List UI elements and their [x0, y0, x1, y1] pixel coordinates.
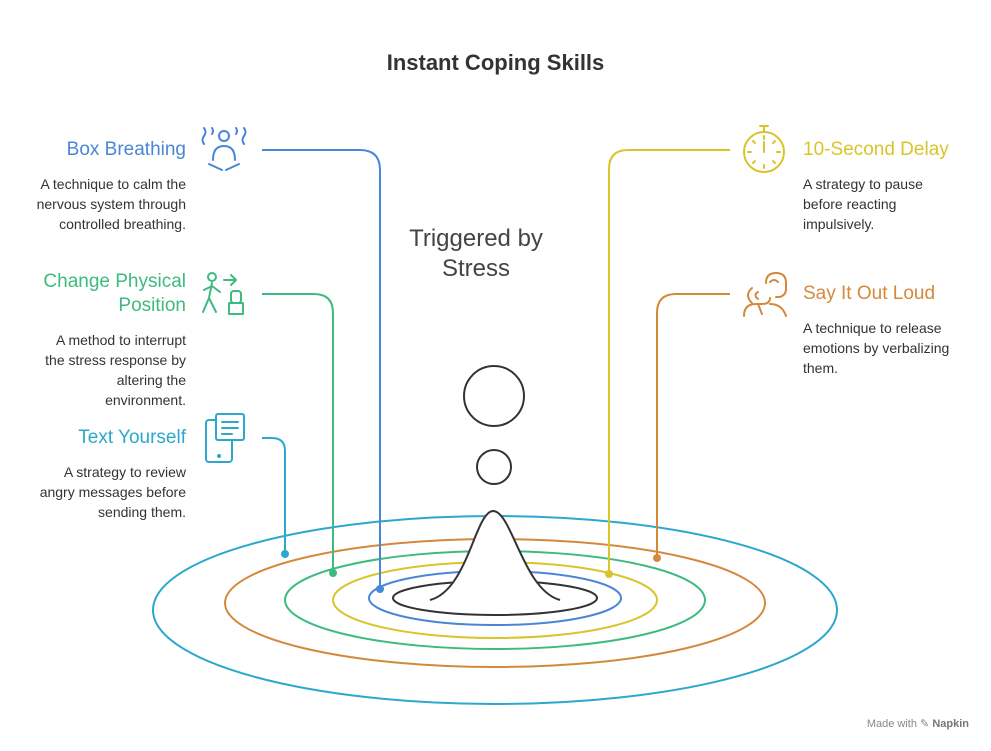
- droplet-small: [476, 449, 512, 485]
- text-yourself-title: Text Yourself: [78, 427, 186, 448]
- say-it-out-loud-title: Say It Out Loud: [803, 283, 936, 304]
- change-position-title: Change Physical Position: [43, 271, 186, 316]
- box-breathing-title: Box Breathing: [66, 139, 186, 160]
- ten-second-delay-desc: A strategy to pause before reacting impu…: [803, 176, 923, 232]
- page-title: Instant Coping Skills: [386, 50, 605, 75]
- droplet-large: [463, 365, 525, 427]
- center-label-line2: Stress: [441, 255, 510, 282]
- walking-person-icon: [202, 272, 244, 315]
- connector-ten-second-delay: [608, 149, 730, 574]
- splash-peak: [429, 509, 561, 601]
- connector-change-position: [262, 293, 334, 573]
- connector-text-yourself: [262, 437, 286, 554]
- speaking-person-icon: [743, 272, 787, 317]
- breathing-person-icon: [201, 127, 247, 171]
- box-breathing-desc: A technique to calm the nervous system t…: [36, 176, 186, 232]
- connector-say-it-out-loud: [656, 293, 730, 558]
- say-it-out-loud-desc: A technique to release emotions by verba…: [803, 320, 950, 376]
- center-label: Triggered by Stress: [376, 224, 576, 284]
- napkin-logo-icon: ✎: [920, 718, 930, 730]
- text-yourself-desc: A strategy to review angry messages befo…: [39, 464, 186, 520]
- center-label-line1: Triggered by: [409, 225, 543, 252]
- footer-made-with: Made with: [866, 718, 917, 730]
- footer-credit: Made with ✎ Napkin: [867, 717, 969, 730]
- change-position-desc: A method to interrupt the stress respons…: [45, 332, 186, 408]
- stopwatch-icon: [743, 125, 785, 173]
- phone-message-icon: [205, 413, 245, 463]
- ten-second-delay-title: 10-Second Delay: [803, 139, 949, 160]
- footer-brand: Napkin: [932, 718, 969, 730]
- connector-box-breathing: [262, 149, 381, 589]
